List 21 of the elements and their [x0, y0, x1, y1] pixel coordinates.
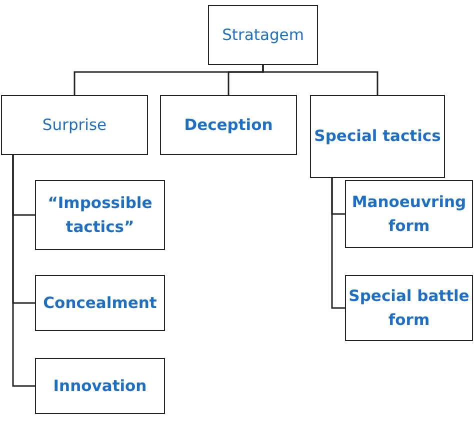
box-label: Innovation [53, 376, 147, 397]
box-label: Manoeuvring form [350, 192, 468, 237]
connector-line [262, 65, 378, 95]
connector-line [12, 155, 35, 387]
text-box [1, 95, 148, 155]
box-label: Concealment [43, 292, 157, 314]
text-box [35, 275, 165, 331]
box-label: “Impossible tactics” [46, 192, 154, 238]
text-box [160, 95, 297, 155]
box-label: Special tactics [314, 126, 441, 148]
box-label: Surprise [42, 114, 107, 136]
text-box [35, 180, 165, 250]
box-label: Stratagem [222, 24, 304, 46]
box-label: Deception [184, 114, 273, 136]
text-box [208, 5, 318, 65]
text-box [310, 95, 445, 178]
box-label: Special battle form [348, 286, 470, 331]
connector-line [331, 178, 345, 309]
text-box [35, 358, 165, 414]
text-box [345, 180, 473, 248]
text-box [345, 275, 473, 341]
